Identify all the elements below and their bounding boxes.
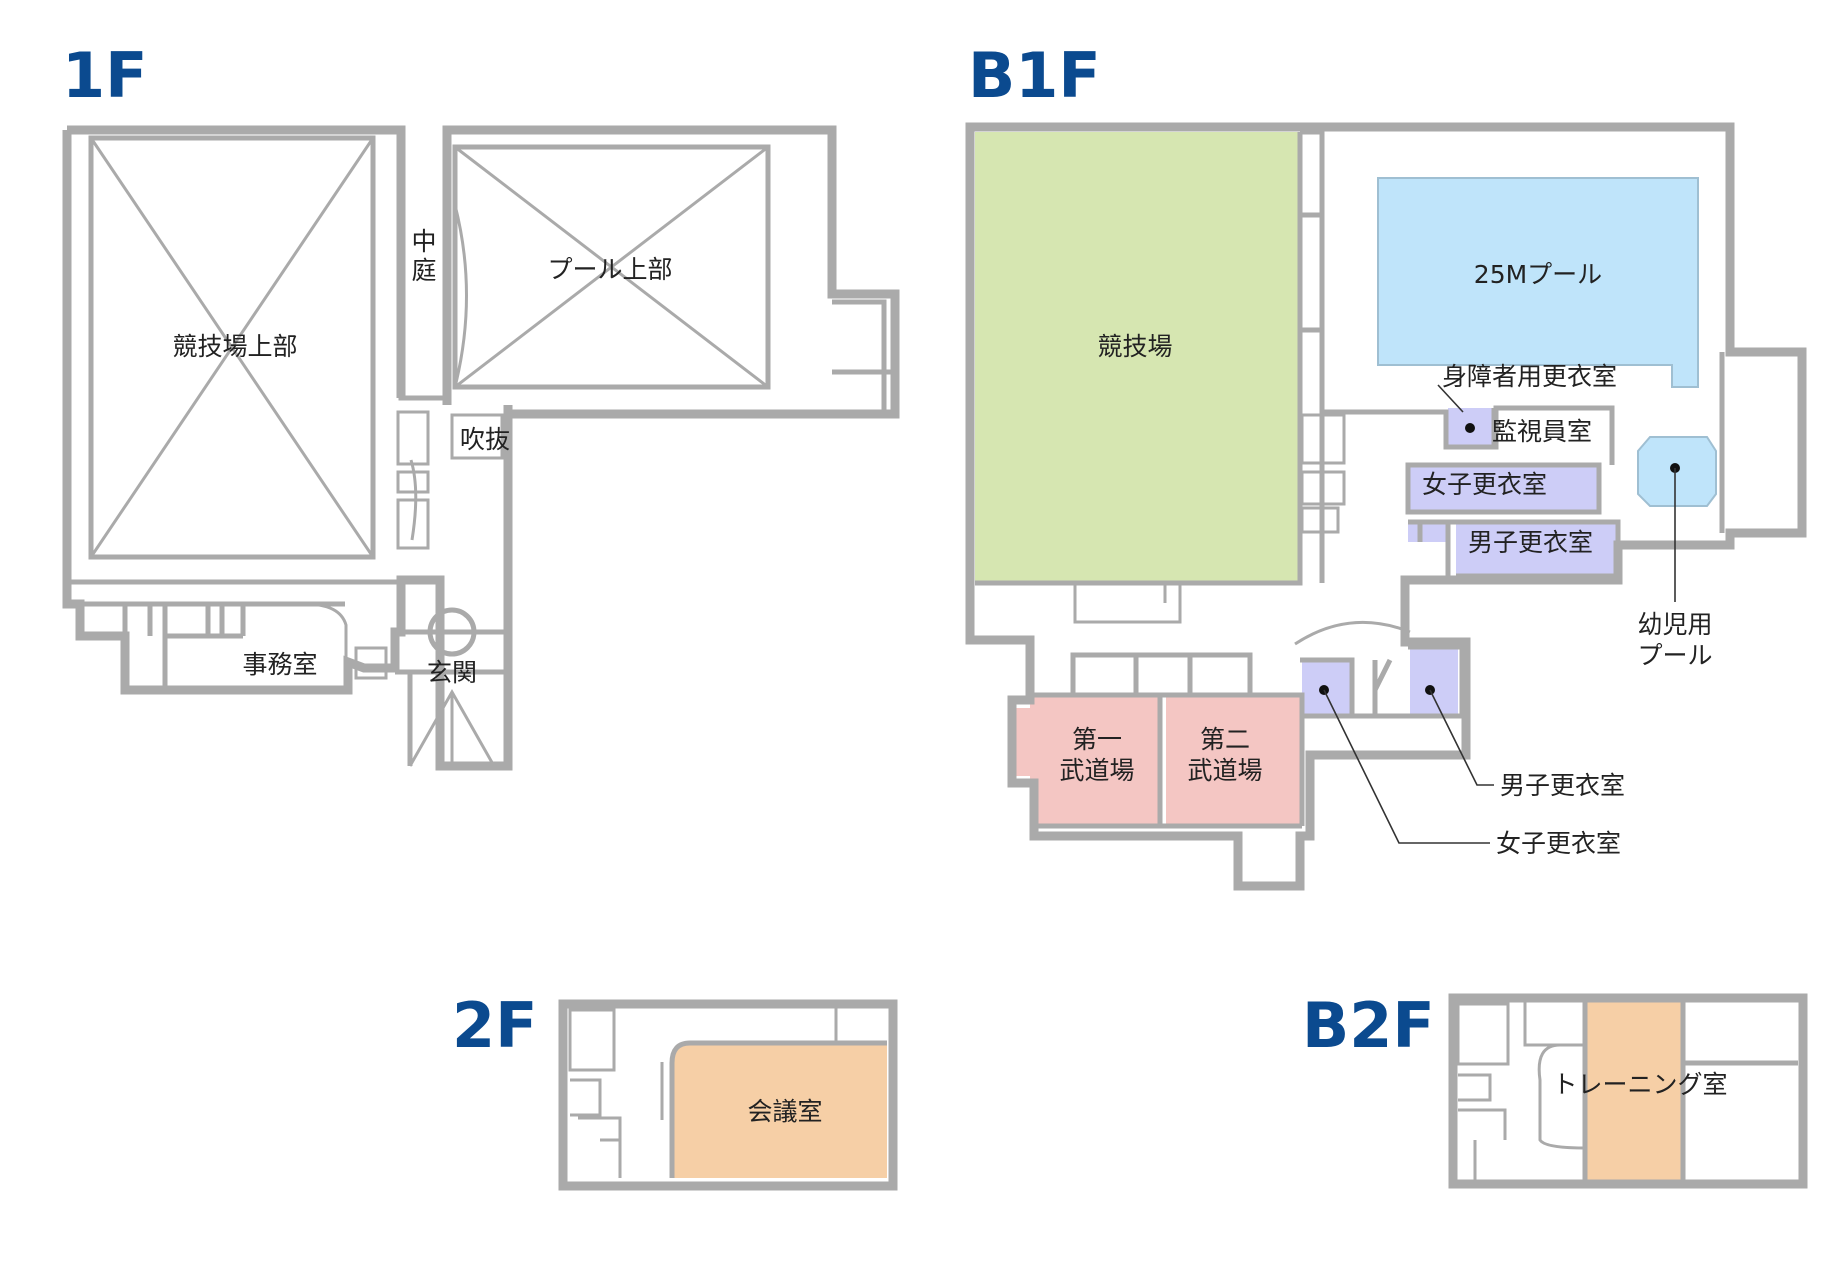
- floor-1f: 1F: [62, 39, 900, 771]
- room-men-changing: 男子更衣室: [1468, 528, 1593, 557]
- room-accessible-changing: 身障者用更衣室: [1442, 362, 1617, 391]
- room-dojo1-line2: 武道場: [1059, 756, 1134, 785]
- floor-b1f-title: B1F: [968, 39, 1101, 112]
- room-dojo2-line1: 第二: [1200, 725, 1250, 754]
- room-arena-upper: 競技場上部: [172, 332, 297, 361]
- room-pool-25m: 25Mプール: [1474, 260, 1602, 289]
- room-entrance: 玄関: [427, 658, 477, 687]
- room-pool-upper: プール上部: [547, 255, 672, 284]
- floor-b1f-walls: [965, 122, 1807, 891]
- room-women-changing-2: 女子更衣室: [1496, 829, 1621, 858]
- floor-2f-title: 2F: [452, 989, 538, 1062]
- pool-25m-area: [1377, 177, 1699, 388]
- floor-b2f-title: B2F: [1302, 989, 1435, 1062]
- leader-accessible: [1437, 384, 1464, 413]
- dojo2-area: [1166, 695, 1302, 826]
- leader-men-changing-2: [1429, 689, 1494, 786]
- women-changing-area: [1408, 465, 1599, 512]
- room-office: 事務室: [242, 650, 317, 679]
- room-meeting: 会議室: [747, 1097, 822, 1126]
- men-changing-2-area: [1410, 647, 1458, 715]
- floor-2f-walls: [558, 999, 898, 1191]
- room-kids-pool-1: 幼児用: [1637, 610, 1712, 639]
- room-training: トレーニング室: [1552, 1070, 1727, 1099]
- room-women-changing: 女子更衣室: [1422, 470, 1547, 499]
- room-courtyard-2: 庭: [411, 256, 436, 285]
- dojo1-area: [1030, 695, 1160, 826]
- room-courtyard-1: 中: [411, 227, 436, 256]
- room-atrium: 吹抜: [460, 425, 510, 454]
- room-dojo2-line2: 武道場: [1187, 756, 1262, 785]
- floor-b2f-walls: [1448, 993, 1808, 1189]
- room-arena: 競技場: [1097, 332, 1172, 361]
- meeting-room-area: [672, 1043, 887, 1178]
- training-room-area: [1586, 1002, 1683, 1180]
- floor-1f-title: 1F: [62, 39, 148, 112]
- floor-1f-walls: [62, 125, 900, 771]
- men-changing-area: [1456, 522, 1618, 576]
- room-monitor: 監視員室: [1492, 417, 1592, 446]
- leader-women-changing-2: [1323, 689, 1490, 844]
- floor-2f: 2F 会議室: [452, 989, 898, 1191]
- dot-monitor: [1465, 423, 1475, 433]
- room-men-changing-2: 男子更衣室: [1500, 771, 1625, 800]
- dojo-annex-area: [1015, 708, 1030, 776]
- locker-extra-area: [1408, 522, 1448, 542]
- floor-b1f: B1F: [965, 39, 1807, 891]
- room-dojo1-line1: 第一: [1072, 725, 1122, 754]
- room-kids-pool-2: プール: [1637, 641, 1712, 670]
- arena-area: [975, 132, 1300, 583]
- floor-b2f: B2F トレーニング室: [1302, 989, 1808, 1189]
